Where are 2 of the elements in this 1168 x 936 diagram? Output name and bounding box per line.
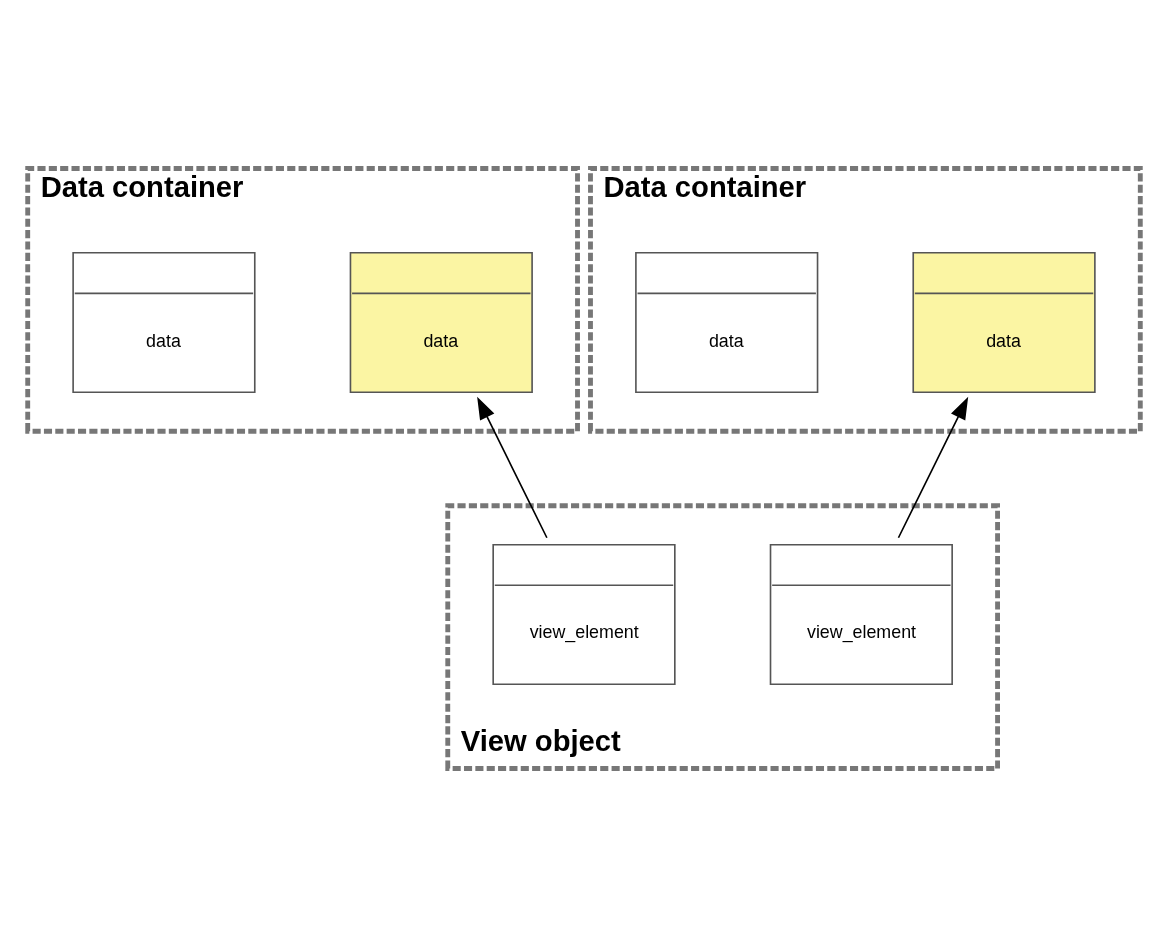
arrow <box>477 396 548 539</box>
arrow <box>897 396 969 539</box>
